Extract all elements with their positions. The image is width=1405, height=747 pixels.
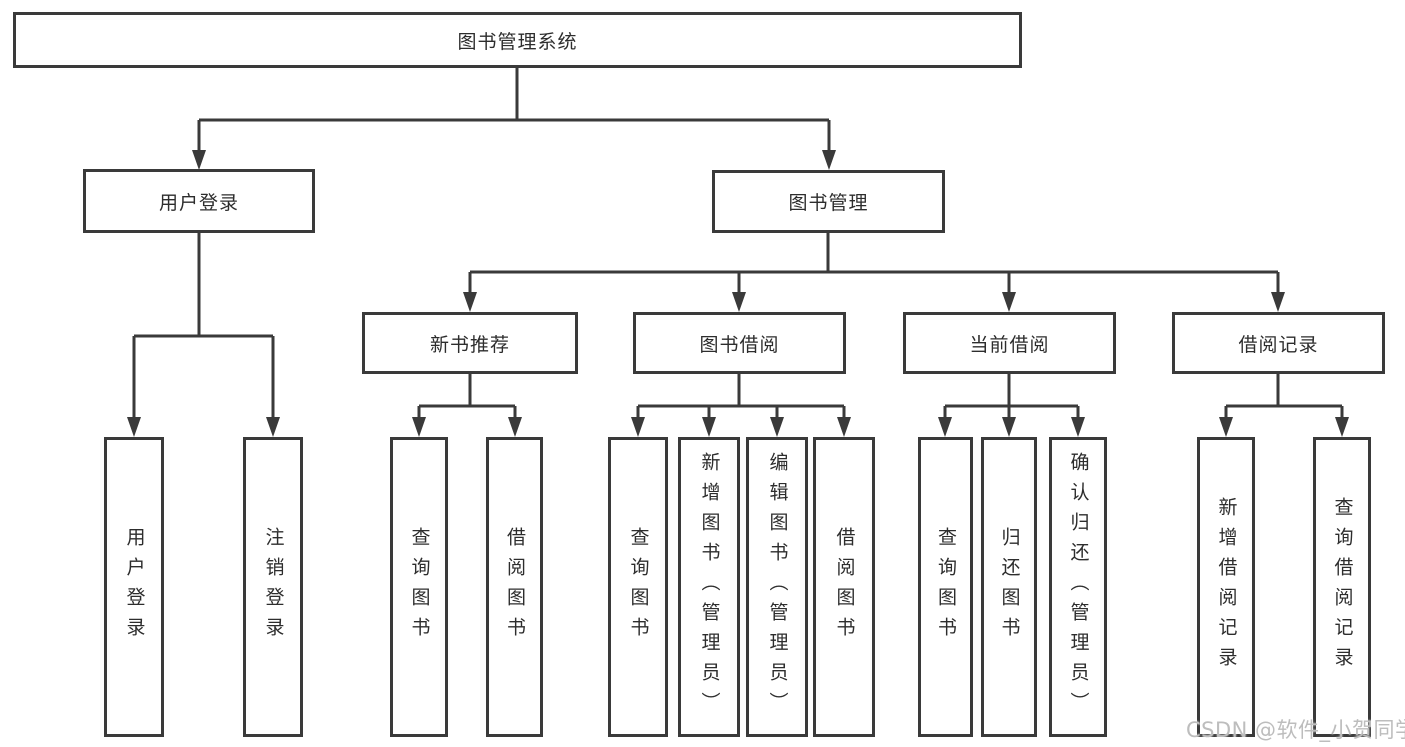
- arrowhead-borrow-records: [1271, 292, 1285, 312]
- connector-borrow-records-children: [1224, 374, 1344, 419]
- leaf-br-add-record-label: 新增借阅记录: [1215, 497, 1238, 677]
- node-new-books: 新书推荐: [362, 312, 578, 374]
- node-new-books-label: 新书推荐: [429, 333, 510, 356]
- leaf-br-query-record: 查询借阅记录: [1313, 437, 1371, 737]
- leaf-user-login-label: 用户登录: [123, 527, 146, 647]
- leaf-bb-borrow-books-label: 借阅图书: [833, 527, 856, 647]
- leaf-bb-query-books: 查询图书: [608, 437, 668, 737]
- node-user-login: 用户登录: [83, 169, 315, 233]
- connector-new-books-children: [417, 374, 517, 419]
- arrowhead-bb-edit: [770, 417, 784, 437]
- node-current-borrow: 当前借阅: [903, 312, 1116, 374]
- node-borrow-records: 借阅记录: [1172, 312, 1385, 374]
- leaf-nb-borrow-books-label: 借阅图书: [504, 527, 526, 647]
- leaf-cb-return-books-label: 归还图书: [998, 527, 1021, 647]
- arrowhead-bb-query: [631, 417, 645, 437]
- leaf-br-add-record: 新增借阅记录: [1197, 437, 1255, 737]
- arrowhead-br-add: [1219, 417, 1233, 437]
- csdn-watermark: CSDN @软件_小贺同学: [1186, 718, 1405, 742]
- node-book-borrow: 图书借阅: [633, 312, 846, 374]
- node-current-borrow-label: 当前借阅: [969, 333, 1050, 356]
- leaf-user-login: 用户登录: [104, 437, 164, 737]
- leaf-nb-query-books-label: 查询图书: [408, 527, 431, 647]
- arrowhead-br-query: [1335, 417, 1349, 437]
- leaf-nb-borrow-books: 借阅图书: [486, 437, 543, 737]
- leaf-bb-add-books: 新增图书（管理员）: [678, 437, 740, 737]
- arrowhead-current-borrow: [1002, 292, 1016, 312]
- leaf-bb-edit-books: 编辑图书（管理员）: [746, 437, 808, 737]
- leaf-logout-label: 注销登录: [262, 527, 285, 647]
- node-book-mgmt-label: 图书管理: [788, 192, 869, 214]
- arrowhead-book-borrow: [732, 292, 746, 312]
- connector-root-to-level2: [197, 68, 831, 152]
- leaf-cb-query-books-label: 查询图书: [935, 527, 957, 647]
- arrowhead-cb-return: [1002, 417, 1016, 437]
- arrowhead-book-mgmt: [822, 150, 836, 170]
- arrowhead-login-leaf: [127, 417, 141, 437]
- arrowhead-new-books: [463, 292, 477, 312]
- node-root-label: 图书管理系统: [457, 30, 578, 53]
- arrowhead-cb-query: [938, 417, 952, 437]
- node-book-borrow-label: 图书借阅: [699, 333, 780, 356]
- arrowhead-cb-confirm: [1071, 417, 1085, 437]
- leaf-cb-return-books: 归还图书: [981, 437, 1037, 737]
- connector-book-mgmt-children: [468, 233, 1280, 294]
- connector-user-login-children: [132, 233, 275, 419]
- leaf-cb-confirm-return-label: 确认归还（管理员）: [1067, 452, 1090, 722]
- arrowhead-nb-query: [412, 417, 426, 437]
- connector-book-borrow-children: [636, 374, 846, 419]
- leaf-bb-edit-books-label: 编辑图书（管理员）: [766, 452, 789, 722]
- arrowhead-nb-borrow: [508, 417, 522, 437]
- connector-current-borrow-children: [943, 374, 1080, 419]
- leaf-nb-query-books: 查询图书: [390, 437, 448, 737]
- leaf-cb-query-books: 查询图书: [918, 437, 973, 737]
- node-book-mgmt: 图书管理: [712, 170, 945, 233]
- arrowhead-logout-leaf: [266, 417, 280, 437]
- node-user-login-label: 用户登录: [158, 191, 239, 214]
- leaf-logout: 注销登录: [243, 437, 303, 737]
- node-root-system: 图书管理系统: [13, 12, 1022, 68]
- leaf-bb-borrow-books: 借阅图书: [813, 437, 875, 737]
- leaf-bb-query-books-label: 查询图书: [627, 527, 650, 647]
- node-borrow-records-label: 借阅记录: [1238, 333, 1319, 356]
- leaf-bb-add-books-label: 新增图书（管理员）: [698, 452, 721, 722]
- leaf-br-query-record-label: 查询借阅记录: [1331, 497, 1354, 677]
- arrowhead-user-login: [192, 150, 206, 170]
- arrowhead-bb-borrow: [837, 417, 851, 437]
- leaf-cb-confirm-return: 确认归还（管理员）: [1049, 437, 1107, 737]
- arrowhead-bb-add: [702, 417, 716, 437]
